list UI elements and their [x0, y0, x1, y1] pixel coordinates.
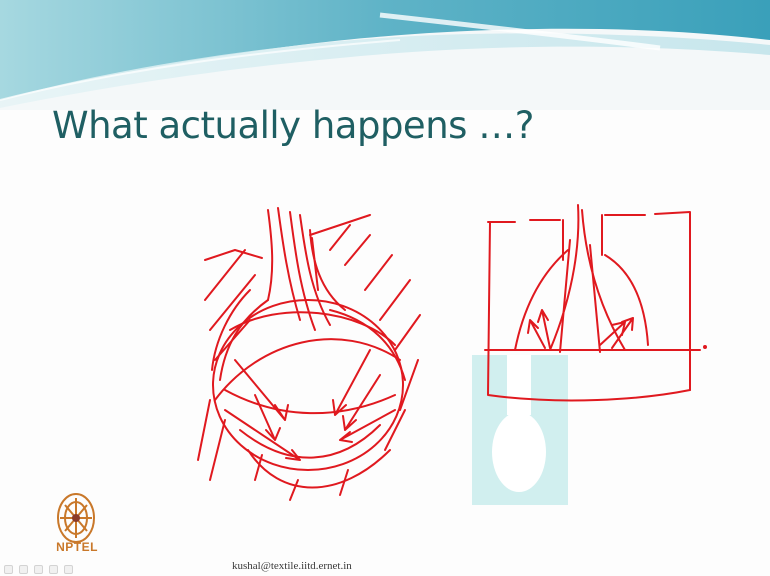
next-icon[interactable] — [64, 565, 73, 574]
footer-email: kushal@textile.iitd.ernet.in — [232, 560, 352, 572]
left-drawing — [198, 208, 420, 500]
eraser-icon[interactable] — [49, 565, 58, 574]
logo-label: NPTEL — [48, 540, 106, 554]
slideshow-toolbar — [4, 563, 73, 575]
pen-icon[interactable] — [19, 565, 28, 574]
previous-icon[interactable] — [4, 565, 13, 574]
highlighter-icon[interactable] — [34, 565, 43, 574]
